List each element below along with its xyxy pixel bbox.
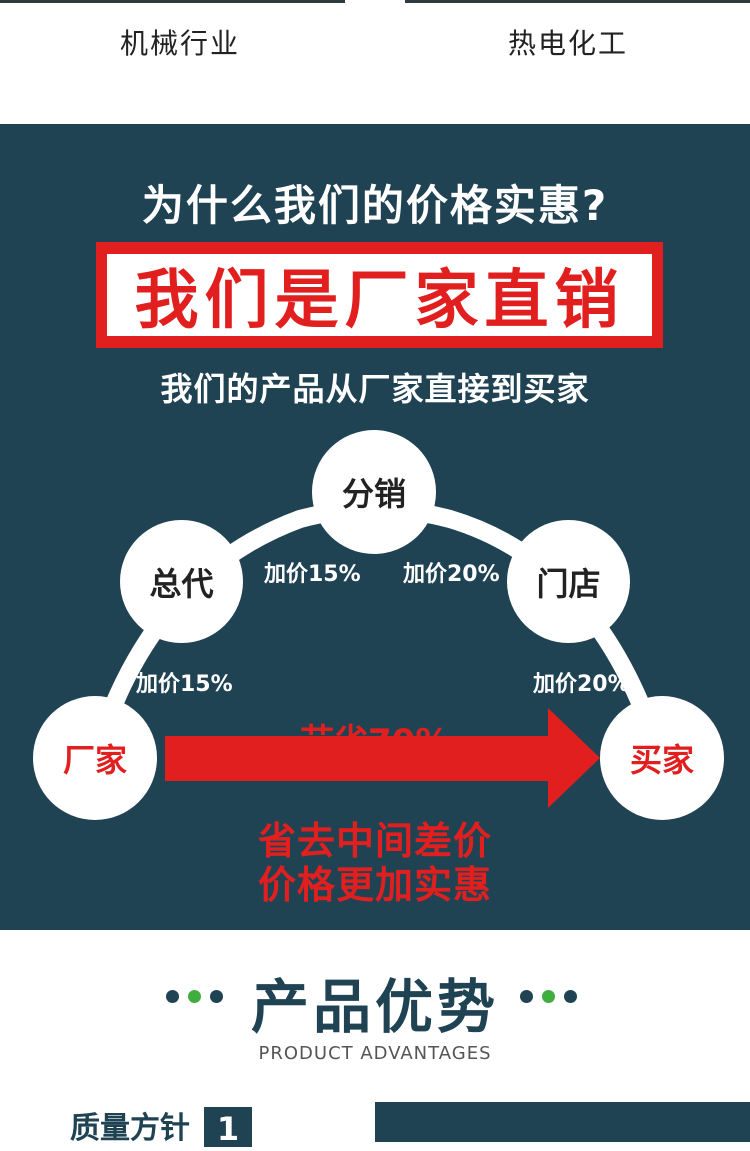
industry-image-chemical [405, 0, 750, 3]
quality-policy-title: 质量方针 [70, 1111, 190, 1146]
node-general-agent: 总代 [120, 520, 243, 643]
industry-label-machinery: 机械行业 [119, 27, 240, 60]
node-distribution: 分销 [312, 430, 436, 554]
markup-factory-to-agent: 加价15% [136, 672, 233, 697]
savings-arrow [165, 708, 600, 808]
bottom-line-1: 省去中间差价 [258, 819, 493, 863]
industry-label-chemical: 热电化工 [507, 27, 628, 60]
node-store: 门店 [507, 520, 630, 643]
industry-strip: 机械行业 热电化工 [0, 0, 750, 124]
advantages-subtitle: PRODUCT ADVANTAGES [258, 1043, 492, 1064]
node-factory: 厂家 [33, 696, 157, 820]
advantages-heading: 产品优势 [250, 973, 499, 1041]
markup-agent-to-distribution: 加价15% [264, 562, 361, 587]
quality-policy-number: 1 [204, 1107, 252, 1148]
savings-label: 节省70% [300, 722, 450, 762]
direct-to-buyer-subline: 我们的产品从厂家直接到买家 [160, 370, 590, 408]
bottom-line-2: 价格更加实惠 [258, 863, 493, 907]
factory-direct-banner: 我们是厂家直销 [96, 242, 663, 348]
price-reason-panel: 为什么我们的价格实惠? 我们是厂家直销 我们的产品从厂家直接到买家 分销 总代 … [0, 124, 750, 930]
decor-dots-left [166, 990, 223, 1003]
price-question-heading: 为什么我们的价格实惠? [141, 181, 609, 230]
node-buyer: 买家 [600, 696, 724, 820]
industry-image-machinery [0, 0, 345, 3]
factory-direct-text: 我们是厂家直销 [134, 264, 625, 338]
decor-dots-right [520, 990, 577, 1003]
markup-distribution-to-store: 加价20% [403, 562, 500, 587]
advantage-image-block [375, 1102, 750, 1142]
markup-store-to-buyer: 加价20% [533, 672, 630, 697]
